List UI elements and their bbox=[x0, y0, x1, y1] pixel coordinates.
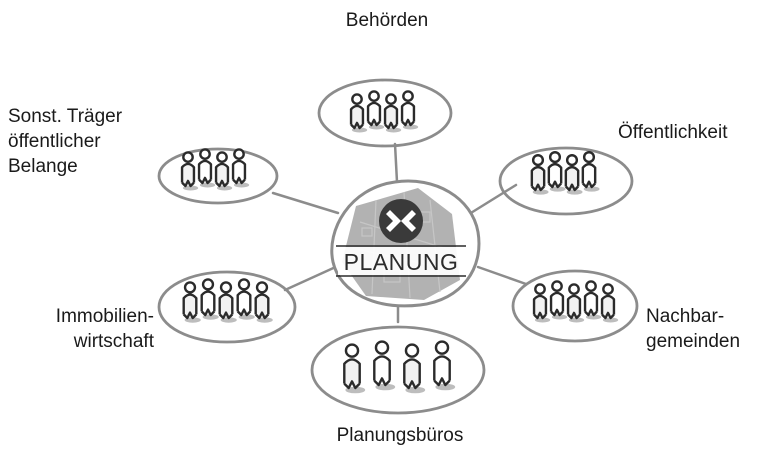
person-icon bbox=[200, 278, 219, 320]
ring-nachbargemeinden bbox=[511, 269, 639, 343]
person-icon bbox=[547, 151, 566, 192]
people-group-nachbargemeinden bbox=[532, 280, 619, 323]
person-icon bbox=[349, 93, 368, 133]
person-icon bbox=[197, 148, 216, 188]
people-group-immobilienwirtschaft bbox=[182, 278, 273, 323]
person-icon bbox=[549, 280, 568, 320]
person-icon bbox=[383, 93, 402, 133]
person-icon bbox=[400, 90, 419, 130]
ring-oeffentlichkeit bbox=[498, 146, 634, 216]
person-icon bbox=[433, 340, 456, 391]
person-icon bbox=[566, 283, 585, 323]
person-icon bbox=[583, 280, 602, 320]
person-icon bbox=[218, 281, 237, 323]
connector-immobilienwirtschaft bbox=[283, 263, 342, 292]
label-planungsbueros: Planungsbüros bbox=[336, 425, 464, 446]
person-icon bbox=[532, 283, 551, 323]
people-group-traeger bbox=[180, 148, 250, 191]
ring-behoerden bbox=[317, 78, 453, 148]
people-group-behoerden bbox=[349, 90, 419, 133]
person-icon bbox=[343, 343, 366, 394]
label-nachbargemeinden: Nachbar- gemeinden bbox=[646, 306, 741, 352]
planung-label: PLANUNG bbox=[344, 249, 459, 275]
person-icon bbox=[366, 90, 385, 130]
ring-planungsbueros bbox=[310, 325, 486, 415]
person-icon bbox=[581, 151, 600, 192]
label-oeffentlichkeit: Öffentlichkeit bbox=[618, 122, 728, 143]
person-icon bbox=[600, 283, 619, 323]
person-icon bbox=[236, 278, 255, 320]
connector-traeger bbox=[271, 191, 340, 215]
connector-behoerden bbox=[393, 142, 399, 184]
person-icon bbox=[530, 154, 549, 195]
connector-oeffentlichkeit bbox=[464, 183, 518, 218]
ring-immobilienwirtschaft bbox=[157, 270, 297, 344]
person-icon bbox=[254, 281, 273, 323]
connector-nachbargemeinden bbox=[476, 265, 528, 286]
person-icon bbox=[403, 343, 426, 394]
label-immobilienwirtschaft: Immobilien- wirtschaft bbox=[55, 306, 154, 352]
person-icon bbox=[182, 281, 201, 323]
person-icon bbox=[231, 148, 250, 188]
people-group-oeffentlichkeit bbox=[530, 151, 600, 195]
people-group-planungsbueros bbox=[343, 340, 456, 394]
ring-traeger bbox=[157, 147, 279, 205]
person-icon bbox=[180, 151, 199, 191]
person-icon bbox=[564, 154, 583, 195]
person-icon bbox=[214, 151, 233, 191]
label-behoerden: Behörden bbox=[345, 10, 429, 31]
label-traeger: Sonst. Träger öffentlicher Belange bbox=[8, 106, 123, 177]
person-icon bbox=[373, 340, 396, 391]
planung-center: PLANUNG bbox=[330, 179, 481, 308]
